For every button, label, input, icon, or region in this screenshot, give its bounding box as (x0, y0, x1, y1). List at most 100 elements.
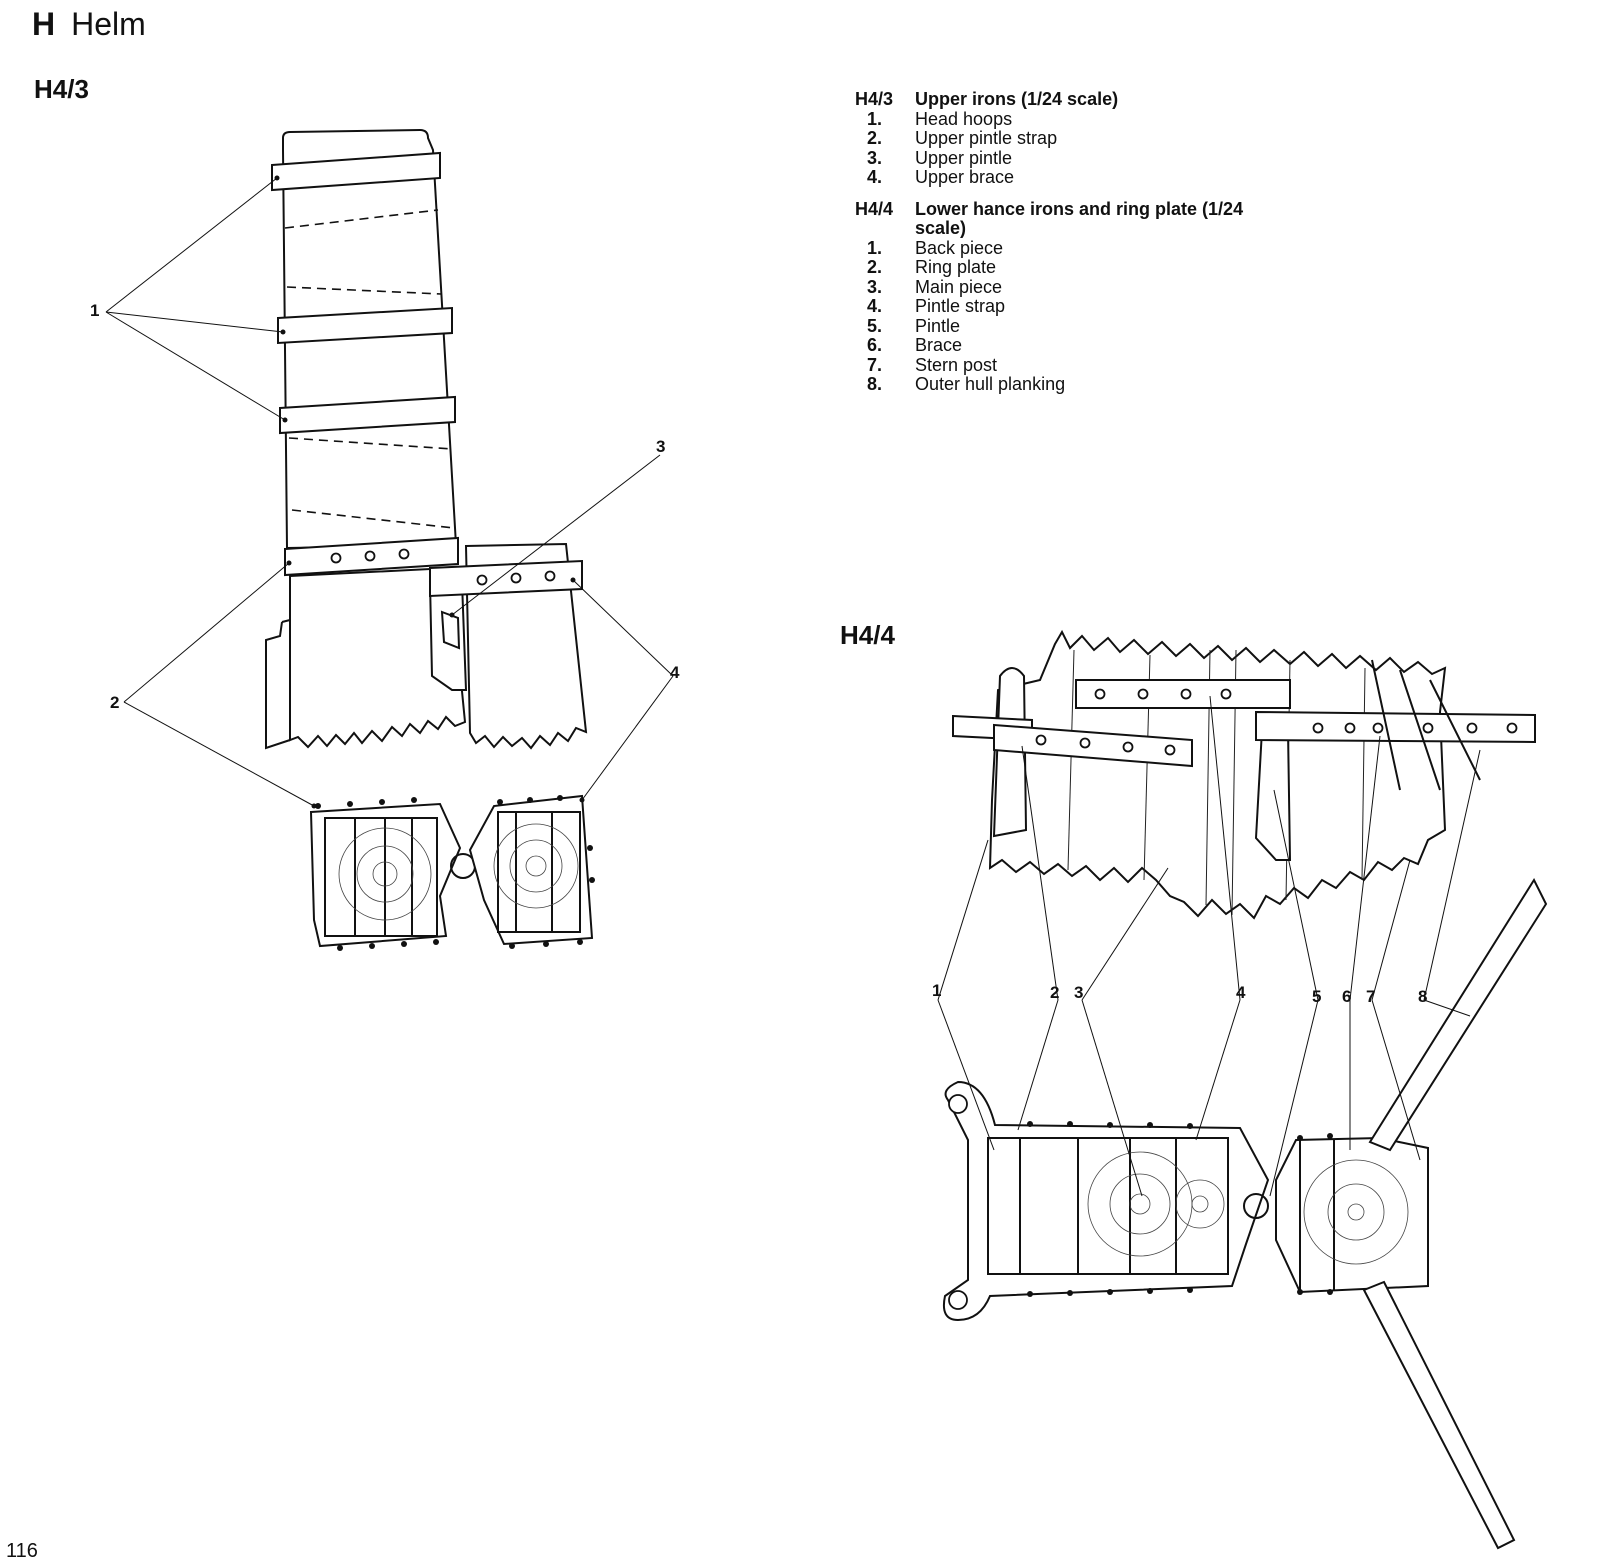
legend-item-label: Pintle (915, 315, 961, 336)
wood-grain (1303, 1159, 1409, 1265)
legend-item-label: Stern post (915, 354, 998, 375)
strap-hole (1094, 688, 1106, 700)
hidden-line (288, 437, 453, 450)
hidden-line (284, 209, 439, 229)
legend-item-label: Upper pintle strap (915, 128, 1058, 148)
wood-grain (525, 855, 547, 877)
rudder-plan-core (324, 817, 438, 937)
stern-post-section (464, 542, 588, 750)
section-title: Helm (71, 6, 146, 42)
strap-hole (1137, 688, 1149, 700)
page-number: 116 (6, 1540, 38, 1562)
callout-7: 7 (1366, 987, 1375, 1006)
parts-legend: H4/3 Upper irons (1/24 scale) 1.Head hoo… (855, 89, 1275, 407)
brace-hole (544, 570, 556, 582)
wood-grain (1191, 1195, 1209, 1213)
legend-item-label: Ring plate (915, 257, 997, 277)
legend-item-number: 4. (867, 167, 883, 187)
legend-item-number: 1. (867, 237, 883, 258)
wood-grain (356, 845, 414, 903)
callout-4: 4 (670, 663, 680, 682)
outer-planking (1371, 659, 1481, 791)
legend-item: 3. Upper pintle (855, 147, 1275, 169)
callout-1: 1 (90, 301, 99, 320)
strap-hole (1079, 737, 1091, 749)
callout-2: 2 (110, 693, 119, 712)
brace-hole (1372, 722, 1384, 734)
legend-item-label: Upper brace (915, 167, 1015, 187)
strap-hole (330, 552, 342, 564)
strap-hole (398, 548, 410, 560)
legend-heading: H4/3 Upper irons (1/24 scale) (855, 89, 1275, 110)
rudder-plan-core (987, 1137, 1229, 1275)
wood-grain (372, 861, 398, 887)
legend-item-number: 1. (867, 108, 883, 129)
upper-brace (429, 559, 583, 598)
upper-pintle (428, 581, 468, 691)
legend-code: H4/3 (855, 89, 894, 109)
callout-2: 2 (1050, 983, 1059, 1002)
strap-hole (1122, 741, 1134, 753)
wood-grain (338, 827, 432, 921)
callout-4: 4 (1236, 983, 1246, 1002)
legend-item: 4. Pintle strap (855, 296, 1275, 317)
legend-item: 3.Main piece (855, 277, 1275, 298)
section-header: H Helm (32, 6, 146, 43)
sternpost-plan-core (497, 811, 581, 933)
legend-item: 1.Head hoops (855, 108, 1275, 130)
legend-title: Lower hance irons and ring plate (1/24 s… (915, 198, 1244, 238)
rivets (1027, 1121, 1333, 1297)
legend-item: 6. Brace (855, 335, 1275, 356)
figure-h44-drawing: 1 2 3 4 5 6 7 8 (932, 629, 1548, 1550)
strap-hole (364, 550, 376, 562)
brace-hole (1344, 722, 1356, 734)
rudder-head (282, 128, 458, 550)
legend-item: 1. Back piece (855, 237, 1275, 259)
legend-item-number: 2. (867, 257, 883, 277)
callout-3: 3 (1074, 983, 1083, 1002)
legend-item: 2. Upper pintle strap (855, 128, 1275, 149)
legend-item-label: Brace (915, 335, 963, 355)
head-hoop (277, 306, 453, 345)
wood-grain (1129, 1193, 1151, 1215)
callout-1: 1 (932, 981, 941, 1000)
section-letter: H (32, 6, 56, 42)
legend-item-label: Back piece (915, 237, 1004, 258)
wood-grain (1327, 1183, 1385, 1241)
sternpost-plan-section (1275, 1136, 1429, 1294)
legend-code: H4/4 (855, 198, 894, 219)
brace-hole (1506, 722, 1518, 734)
legend-item-number: 5. (867, 315, 883, 336)
legend-item-label: Outer hull planking (915, 374, 1066, 394)
callout-5: 5 (1312, 987, 1321, 1006)
brace-hole (510, 572, 522, 584)
callout-leaders (937, 695, 1481, 1197)
legend-item-label: Upper pintle (915, 147, 1013, 168)
hidden-line (291, 509, 455, 529)
brace-hole (1466, 722, 1478, 734)
strap-hole (1220, 688, 1232, 700)
legend-item: 2. Ring plate (855, 257, 1275, 278)
wood-grain (509, 839, 563, 893)
wood-grain (1347, 1203, 1365, 1221)
brace-hole (1422, 722, 1434, 734)
legend-item-number: 3. (867, 147, 883, 168)
legend-item: 8. Outer hull planking (855, 374, 1275, 395)
legend-item-number: 7. (867, 354, 883, 375)
legend-item: 5. Pintle (855, 315, 1275, 337)
legend-block-h43: H4/3 Upper irons (1/24 scale) 1.Head hoo… (855, 89, 1275, 188)
rudder-back-edge (265, 621, 291, 750)
strap-hole (1164, 744, 1176, 756)
legend-item-number: 2. (867, 128, 883, 148)
wood-grain (493, 823, 579, 909)
legend-item-number: 6. (867, 335, 883, 355)
figure-h43-label: H4/3 (34, 74, 89, 104)
hull-planking-lower (1362, 1280, 1516, 1550)
legend-item-number: 8. (867, 374, 883, 394)
legend-item-number: 4. (867, 296, 883, 316)
callout-6: 6 (1342, 987, 1351, 1006)
legend-item-label: Pintle strap (915, 296, 1006, 316)
figure-h44-label: H4/4 (840, 620, 895, 650)
legend-item: 4. Upper brace (855, 167, 1275, 188)
legend-item: 7. Stern post (855, 354, 1275, 376)
